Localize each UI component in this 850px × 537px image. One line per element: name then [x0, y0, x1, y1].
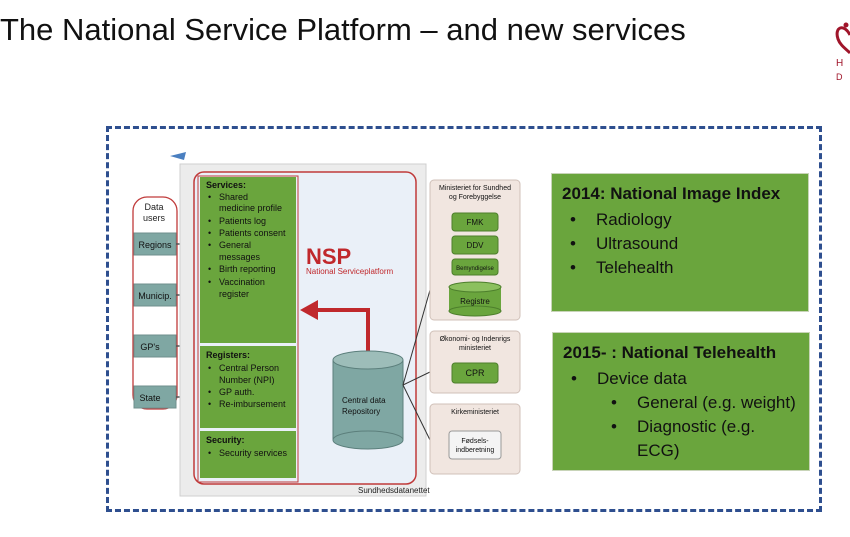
ministry1-item: FMK	[467, 218, 485, 227]
list-item: Ultrasound	[562, 232, 798, 256]
services-item: Patients log	[219, 216, 266, 226]
box-2015-telehealth: 2015- : National Telehealth Device data …	[552, 332, 810, 471]
services-item-cont: messages	[219, 252, 261, 262]
user-box-label: GP's	[140, 342, 160, 352]
list-item: Radiology	[562, 208, 798, 232]
svg-text:•: •	[208, 240, 211, 250]
registers-item: Central Person	[219, 363, 279, 373]
nsp-title: NSP	[306, 244, 351, 269]
svg-text:•: •	[208, 264, 211, 274]
services-item: General	[219, 240, 251, 250]
registers-list: • Central Person Number (NPI) • GP auth. •…	[208, 363, 286, 409]
user-box-label: Regions	[138, 240, 172, 250]
services-item: Birth reporting	[219, 264, 276, 274]
ministry3-label: Kirkeministeriet	[451, 409, 499, 416]
ministry1-item: Bemyndigelse	[456, 266, 494, 272]
svg-text:•: •	[208, 387, 211, 397]
box-2014-image-index: 2014: National Image Index Radiology Ult…	[551, 173, 809, 312]
services-item-cont: medicine profile	[219, 203, 282, 213]
svg-text:•: •	[208, 399, 211, 409]
security-list: • Security services	[208, 448, 288, 458]
box-2015-list: Device data General (e.g. weight) Diagno…	[563, 367, 799, 463]
ministry1-db: Registre	[460, 297, 490, 306]
security-heading: Security:	[206, 435, 245, 445]
services-item: Vaccination	[219, 277, 265, 287]
logo-text: H	[836, 58, 845, 69]
ministry3-item: Fødsels-indberetning	[456, 438, 495, 454]
registers-item: Re-imbursement	[219, 399, 286, 409]
services-item-cont: register	[219, 289, 249, 299]
svg-text:•: •	[208, 448, 211, 458]
list-item: Telehealth	[562, 256, 798, 280]
svg-text:•: •	[208, 363, 211, 373]
user-box-label: State	[139, 393, 160, 403]
nsp-subtitle: National Serviceplatform	[306, 267, 393, 276]
svg-text:•: •	[208, 192, 211, 202]
platform-footer: Sundhedsdatanettet	[358, 486, 430, 495]
services-item: Patients consent	[219, 228, 286, 238]
list-subitem: Diagnostic (e.g. ECG)	[563, 415, 799, 463]
registers-item-cont: Number (NPI)	[219, 375, 275, 385]
svg-text:•: •	[208, 228, 211, 238]
heart-logo-icon	[835, 22, 850, 55]
ministry2-item: CPR	[465, 368, 485, 378]
list-subitem: General (e.g. weight)	[563, 391, 799, 415]
box-2014-heading: 2014: National Image Index	[562, 184, 781, 203]
box-2015-heading: 2015- : National Telehealth	[563, 343, 777, 362]
registers-heading: Registers:	[206, 350, 250, 360]
security-item: Security services	[219, 448, 288, 458]
ministry1-item: DDV	[467, 241, 485, 250]
svg-text:•: •	[208, 277, 211, 287]
list-item: Device data	[563, 367, 799, 391]
services-item: Shared	[219, 192, 248, 202]
registers-item: GP auth.	[219, 387, 254, 397]
dashed-frame	[106, 126, 822, 512]
services-list: • Shared medicine profile • Patients log •…	[208, 192, 286, 299]
box-2014-list: Radiology Ultrasound Telehealth	[562, 208, 798, 280]
svg-text:•: •	[208, 216, 211, 226]
slide-title: The National Service Platform – and new …	[0, 12, 686, 47]
user-box-label: Municip.	[138, 291, 172, 301]
services-heading: Services:	[206, 180, 246, 190]
logo-text-secondary: D	[836, 72, 845, 82]
